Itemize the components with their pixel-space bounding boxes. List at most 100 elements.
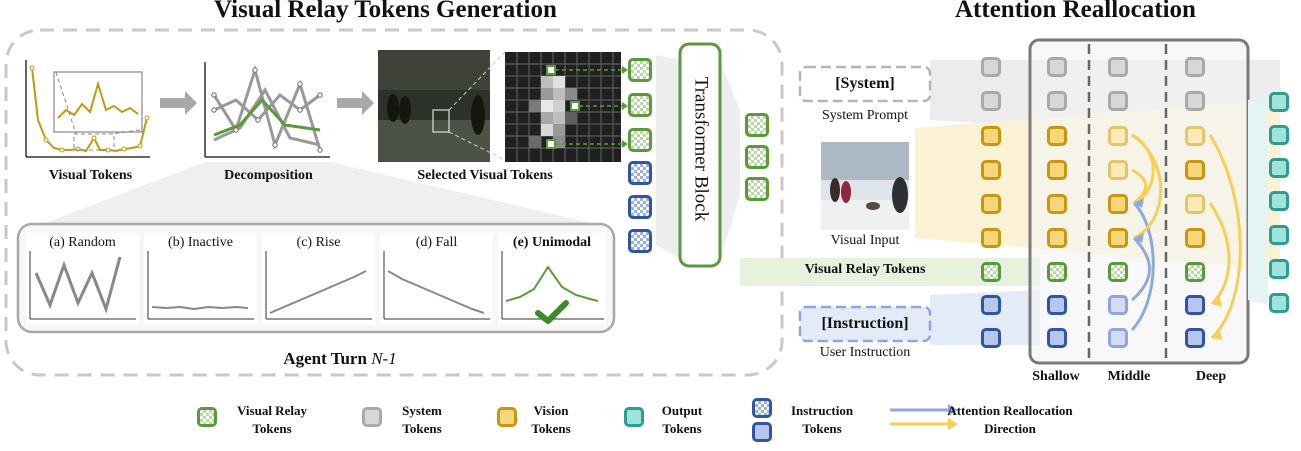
fall-plot — [383, 251, 490, 320]
system-token — [981, 57, 1001, 77]
output-token — [1269, 293, 1289, 313]
output-token — [1269, 225, 1289, 245]
vision-token — [981, 228, 1001, 248]
agent-turn-label: Agent Turn N-1 — [260, 349, 420, 369]
arrow-1 — [160, 91, 197, 115]
vision-token — [1047, 194, 1067, 214]
selected-tokens-label: Selected Visual Tokens — [417, 168, 553, 183]
legend-output-swatch — [624, 407, 644, 427]
arrow-2 — [337, 91, 374, 115]
relay-token — [1108, 262, 1128, 282]
pattern-inactive-label: (b) Inactive — [168, 235, 233, 250]
instruction-token — [628, 161, 652, 185]
vision-token — [981, 126, 1001, 146]
transformer-block-box — [678, 42, 722, 268]
pattern-random: (a) Random — [26, 233, 139, 325]
legend-vision-swatch — [497, 407, 517, 427]
layer-label-middle: Middle — [1107, 369, 1151, 384]
system-box-label: [System] — [835, 75, 895, 92]
zoom-wedge — [40, 162, 600, 225]
relay-token — [981, 262, 1001, 282]
system-token — [1108, 91, 1128, 111]
layer-label-deep: Deep — [1195, 369, 1227, 384]
decomposition-chart — [204, 62, 330, 158]
vision-token — [1185, 194, 1205, 214]
vision-token — [981, 160, 1001, 180]
instruction-token — [1185, 328, 1205, 348]
vision-token — [1108, 228, 1128, 248]
output-token — [1269, 92, 1289, 112]
instruction-token — [981, 328, 1001, 348]
relay-row-label: Visual Relay Tokens — [804, 262, 926, 277]
pattern-panels: (a) Random (b) Inactive (c) Rise (d) Fal… — [26, 233, 606, 325]
legend-arrows — [890, 404, 958, 430]
system-caption: System Prompt — [822, 108, 908, 123]
pattern-fall: (d) Fall — [380, 233, 493, 325]
system-box — [798, 65, 932, 103]
visual-input-photo — [821, 142, 909, 230]
instruction-token — [628, 229, 652, 253]
system-token — [1185, 57, 1205, 77]
vision-token — [1047, 160, 1067, 180]
decomposition-label: Decomposition — [224, 168, 313, 183]
layer-label-shallow: Shallow — [1032, 369, 1080, 384]
legend-instruction-swatch-2 — [752, 422, 772, 442]
pattern-fall-label: (d) Fall — [415, 235, 458, 250]
system-token — [1047, 91, 1067, 111]
attention-arrows — [1130, 133, 1242, 340]
pattern-unimodal-label: (e) Unimodal — [512, 235, 592, 250]
pattern-rise: (c) Rise — [262, 233, 375, 325]
legend-relay-swatch — [197, 407, 217, 427]
legend-output-label: Output Tokens — [661, 403, 703, 436]
right-title: Attention Reallocation — [955, 0, 1196, 23]
dark-photo — [378, 50, 506, 162]
instruction-box-label: [Instruction] — [821, 315, 909, 332]
token-grid — [505, 52, 628, 162]
transformer-block-label: Transformer Block — [690, 76, 712, 222]
legend-vision-label: Vision Tokens — [531, 403, 571, 436]
relay-token — [628, 128, 652, 152]
instruction-token — [1047, 295, 1067, 315]
inactive-plot — [147, 251, 254, 320]
relay-token — [1185, 262, 1205, 282]
vision-token — [1108, 160, 1128, 180]
instruction-token — [1108, 328, 1128, 348]
unimodal-plot — [501, 251, 604, 324]
checkmark-icon — [535, 300, 569, 324]
instruction-token — [981, 295, 1001, 315]
agent-turn-text: Agent Turn — [283, 349, 372, 368]
rise-plot — [265, 251, 372, 320]
agent-turn-var: N-1 — [371, 349, 397, 368]
left-title: Visual Relay Tokens Generation — [214, 0, 557, 23]
relay-token — [745, 177, 769, 201]
instruction-caption: User Instruction — [819, 345, 911, 360]
legend-system-label: System Tokens — [402, 403, 442, 436]
output-token — [1269, 191, 1289, 211]
funnel-in — [656, 55, 682, 260]
relay-token — [1047, 262, 1067, 282]
vision-token — [1108, 194, 1128, 214]
relay-token — [628, 93, 652, 117]
output-token — [1269, 125, 1289, 145]
system-token — [1108, 57, 1128, 77]
system-token — [1185, 91, 1205, 111]
vision-token — [1185, 126, 1205, 146]
left-dashed-region — [4, 28, 784, 377]
relay-token — [745, 145, 769, 169]
legend-system-swatch — [362, 407, 382, 427]
output-token — [1269, 158, 1289, 178]
visual-tokens-chart — [25, 60, 150, 158]
legend-instruction-label: Instruction Tokens — [790, 403, 854, 436]
system-token — [981, 91, 1001, 111]
legend-attention-label: Attention Reallocation Direction — [947, 403, 1073, 436]
vision-token — [981, 194, 1001, 214]
instruction-token — [1047, 328, 1067, 348]
relay-token — [628, 58, 652, 82]
vision-token — [1047, 126, 1067, 146]
instruction-token — [1108, 295, 1128, 315]
pattern-random-label: (a) Random — [49, 235, 116, 250]
pattern-inactive: (b) Inactive — [144, 233, 257, 325]
legend-relay-label: Visual Relay Tokens — [237, 403, 307, 436]
funnel-out — [720, 60, 740, 260]
instruction-box — [798, 305, 932, 343]
